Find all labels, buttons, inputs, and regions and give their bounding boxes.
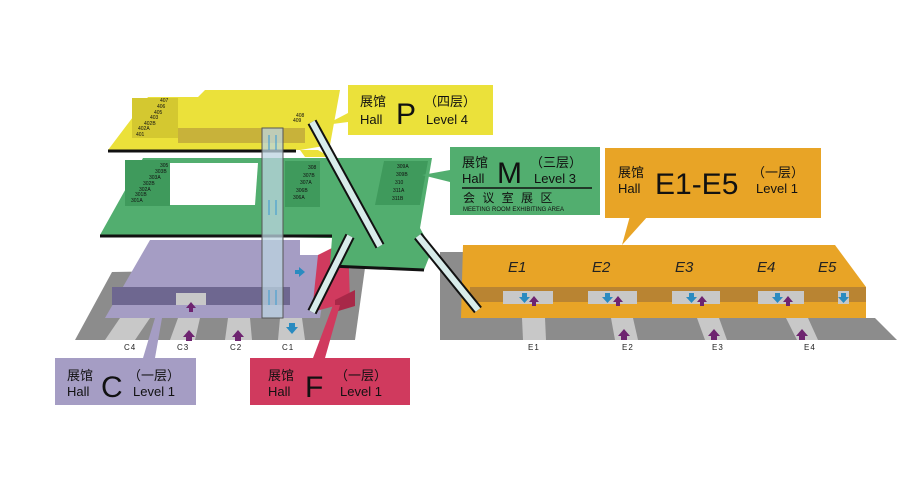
elevator-shaft[interactable] [261, 127, 284, 319]
room-label: 406 [157, 104, 166, 110]
room-label: 401 [136, 132, 145, 138]
hall-zh: 展馆 [618, 165, 644, 180]
room-label: 303A [149, 175, 161, 181]
room-label: 302B [143, 181, 155, 187]
room-label: 307A [300, 180, 312, 186]
room-label: 311B [392, 196, 404, 202]
level-zh: （一层） [752, 165, 804, 180]
gate-label-e4: E4 [804, 343, 816, 352]
gate-label-c2: C2 [230, 343, 242, 352]
level-en: Level 1 [756, 181, 798, 196]
room-label: 402A [138, 126, 150, 132]
level-en: Level 1 [340, 384, 382, 399]
hall-m-rooms-left: 305 303B 303A 302B 302A 301B 301A [125, 160, 170, 206]
room-label: 309A [397, 164, 409, 170]
callout-hall-m[interactable]: 展馆 Hall M （三层） Level 3 会 议 室 展 区 MEETING… [422, 147, 600, 215]
subtitle-en: MEETING ROOM EXHIBITING AREA [463, 207, 564, 213]
gate-label-e3: E3 [712, 343, 724, 352]
section-label-e5: E5 [818, 259, 837, 276]
gate-label-e1: E1 [528, 343, 540, 352]
room-label: 301B [135, 192, 147, 198]
level-en: Level 3 [534, 171, 576, 186]
room-label: 405 [154, 110, 163, 116]
hall-e-floor [461, 245, 866, 318]
exit-arrow-icons [286, 267, 849, 334]
room-label: 302A [139, 187, 151, 193]
gate-label-c3: C3 [177, 343, 189, 352]
hall-f-side [335, 290, 355, 312]
level-zh: （四层） [424, 94, 476, 109]
room-label: 408 [296, 113, 305, 119]
entry-arrow-icons [183, 296, 808, 341]
elevator-arrows-icon [268, 135, 277, 305]
room-label: 407 [160, 98, 169, 104]
hall-m-rooms-right: 309A 309B 310 311A 311B [375, 161, 428, 205]
hall-c-door [176, 293, 206, 305]
hall-letter: F [305, 371, 323, 404]
escalator-m-f[interactable] [307, 233, 355, 315]
level-zh: （一层） [128, 368, 180, 383]
room-label: 307B [303, 173, 315, 179]
hall-m-rooms-mid: 308 307B 307A 306B 306A [285, 161, 320, 207]
hall-en: Hall [67, 384, 90, 399]
hall-m-edge-2 [329, 264, 425, 272]
room-label: 409 [293, 118, 302, 124]
gate-label-e2: E2 [622, 343, 634, 352]
level-zh: （三层） [530, 155, 582, 170]
hall-m-atrium [153, 163, 258, 205]
hall-en: Hall [618, 181, 641, 196]
room-label: 402B [144, 121, 156, 127]
room-label: 310 [395, 180, 404, 186]
gate-label-c1: C1 [282, 343, 294, 352]
room-label: 311A [393, 188, 405, 194]
hall-en: Hall [462, 171, 485, 186]
hall-zh: 展馆 [360, 94, 386, 109]
hall-zh: 展馆 [268, 368, 294, 383]
hall-letter: M [497, 157, 522, 190]
hall-letter: C [101, 371, 123, 404]
hall-letter: P [396, 98, 416, 131]
gate-lanes-e [522, 318, 818, 340]
section-label-e4: E4 [757, 259, 775, 276]
hall-zh: 展馆 [462, 155, 488, 170]
subtitle-zh: 会 议 室 展 区 [463, 190, 554, 205]
section-label-e2: E2 [592, 259, 611, 276]
hall-en: Hall [360, 112, 383, 127]
hall-p-rooms-left: 407 406 405 403 402B 402A 401 [132, 98, 178, 138]
gate-lanes-c [105, 318, 305, 340]
callout-hall-c[interactable]: 展馆 Hall C （一层） Level 1 [55, 318, 196, 405]
hall-p-block [178, 128, 305, 143]
room-label: 306A [293, 195, 305, 201]
callout-hall-e[interactable]: 展馆 Hall E1-E5 （一层） Level 1 [605, 148, 821, 245]
escalator-p-m[interactable] [307, 119, 385, 249]
gate-label-c4: C4 [124, 343, 136, 352]
room-label: 305 [160, 163, 169, 169]
escalator-m-e[interactable] [414, 232, 482, 314]
hall-en: Hall [268, 384, 291, 399]
section-label-e3: E3 [675, 259, 694, 276]
callout-hall-f[interactable]: 展馆 Hall F （一层） Level 1 [250, 305, 410, 405]
room-label: 301A [131, 198, 143, 204]
level-en: Level 1 [133, 384, 175, 399]
level-en: Level 4 [426, 112, 468, 127]
section-label-e1: E1 [508, 259, 526, 276]
room-label: 308 [308, 165, 317, 171]
room-label: 306B [296, 188, 308, 194]
hall-zh: 展馆 [67, 368, 93, 383]
room-label: 303B [155, 169, 167, 175]
room-label: 309B [396, 172, 408, 178]
callout-hall-p[interactable]: 展馆 Hall P （四层） Level 4 [325, 85, 493, 135]
room-label: 403 [150, 115, 159, 121]
hall-letter: E1-E5 [655, 168, 738, 201]
level-zh: （一层） [335, 368, 387, 383]
